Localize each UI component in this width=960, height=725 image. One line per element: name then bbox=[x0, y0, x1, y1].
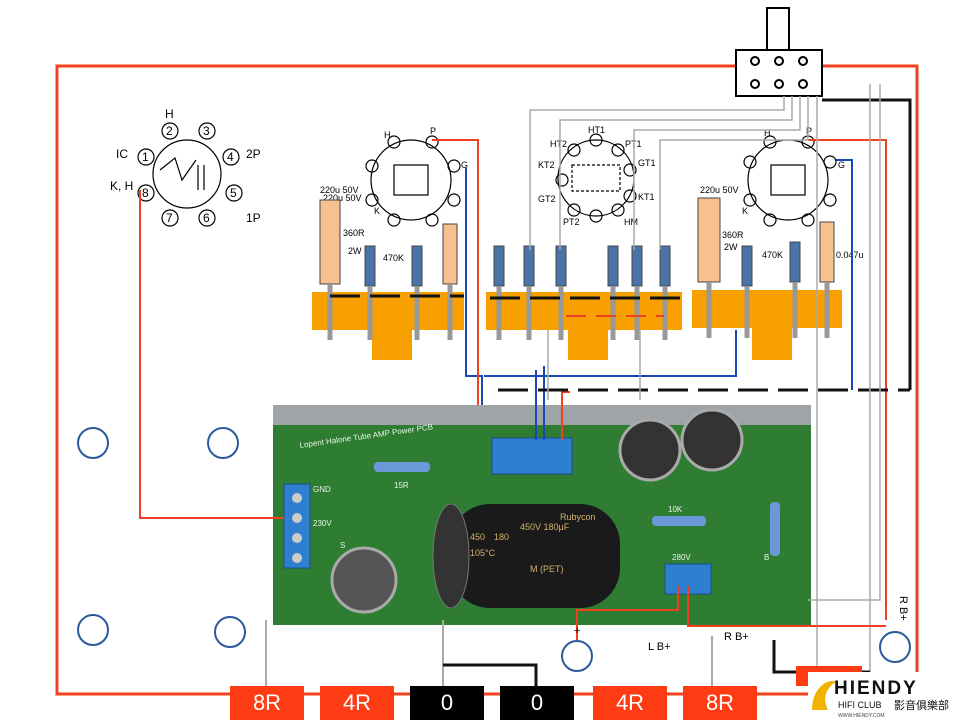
tube-left-label-g: G bbox=[461, 160, 468, 170]
label-right-b-plus-vertical: R B+ bbox=[897, 596, 909, 621]
tube-left-cap-1: 220u 50V bbox=[320, 185, 359, 195]
tube-left-res-470k: 470K bbox=[383, 253, 404, 263]
tube-right-cap: 220u 50V bbox=[700, 185, 739, 195]
tube-middle bbox=[555, 133, 637, 223]
pcb-label-s: S bbox=[340, 541, 345, 550]
cap-text-rating: 450V 180μF bbox=[520, 522, 570, 532]
terminal-right-0: 0 bbox=[500, 686, 574, 720]
tube-left-label-k: K bbox=[374, 206, 380, 216]
tube-socket-pinout bbox=[137, 122, 243, 227]
cap-text-450: 450 bbox=[470, 532, 485, 542]
label-right-b-plus: R B+ bbox=[724, 631, 749, 643]
component-boards bbox=[312, 290, 842, 360]
tube-left-label-h: H bbox=[384, 130, 391, 140]
cap-text-pet: M (PET) bbox=[530, 564, 564, 574]
tube-right-res-470k: 470K bbox=[762, 250, 783, 260]
socket-pin-7: 7 bbox=[166, 211, 173, 225]
terminal-right-4r: 4R bbox=[593, 686, 667, 720]
logo-cn: 影音俱樂部 bbox=[894, 698, 949, 712]
socket-label-kh: K, H bbox=[110, 179, 133, 193]
component-legs bbox=[327, 282, 830, 340]
power-switch bbox=[735, 7, 823, 97]
logo-sub: HIFI CLUB bbox=[838, 700, 882, 710]
cap-text-brand: Rubycon bbox=[560, 512, 596, 522]
cap-text-180: 180 bbox=[494, 532, 509, 542]
wiring bbox=[139, 84, 912, 690]
tube-right-label-k: K bbox=[742, 206, 748, 216]
socket-pin-1: 1 bbox=[142, 150, 149, 164]
mounting-holes bbox=[77, 427, 911, 672]
socket-label-2p: 2P bbox=[246, 147, 261, 161]
chassis-outline bbox=[55, 64, 919, 696]
tube-right-res-360r: 360R bbox=[722, 230, 744, 240]
tube-mid-label-kt2: KT2 bbox=[538, 160, 555, 170]
logo-brand: HIENDY bbox=[834, 678, 918, 699]
tube-left-res-360r: 360R bbox=[343, 228, 365, 238]
terminal-left-8r: 8R bbox=[230, 686, 304, 720]
tube-left-res-2w: 2W bbox=[348, 246, 362, 256]
socket-label-ic: IC bbox=[116, 147, 128, 161]
tube-right-label-g: G bbox=[838, 160, 845, 170]
tube-right-coupling-cap: 0.047u bbox=[836, 250, 864, 260]
tube-left-label-p: P bbox=[430, 126, 436, 136]
terminal-right-8r: 8R bbox=[683, 686, 757, 720]
socket-pin-4: 4 bbox=[227, 150, 234, 164]
pcb-label-230v: 230V bbox=[313, 519, 332, 528]
tube-left-cap-2: 220u 50V bbox=[323, 193, 362, 203]
socket-label-h: H bbox=[165, 107, 174, 121]
socket-pin-6: 6 bbox=[203, 211, 210, 225]
label-left-b-plus: L B+ bbox=[648, 641, 671, 653]
tube-mid-label-gt1: GT1 bbox=[638, 158, 656, 168]
tube-left bbox=[365, 135, 461, 227]
tube-right-label-p: P bbox=[806, 126, 812, 136]
tube-right-label-h: H bbox=[764, 128, 771, 138]
tube-mid-label-ht1: HT1 bbox=[588, 125, 605, 135]
pcb-label-280v: 280V bbox=[672, 553, 691, 562]
tube-mid-label-gt2: GT2 bbox=[538, 194, 556, 204]
tube-mid-label-pt2: PT2 bbox=[563, 217, 580, 227]
tube-mid-label-kt1: KT1 bbox=[638, 192, 655, 202]
socket-pin-8: 8 bbox=[142, 186, 149, 200]
terminal-left-0: 0 bbox=[410, 686, 484, 720]
tube-right bbox=[743, 135, 837, 227]
tube-right-res-2w: 2W bbox=[724, 242, 738, 252]
label-plus: + bbox=[574, 625, 580, 637]
power-pcb bbox=[273, 405, 811, 625]
socket-pin-2: 2 bbox=[166, 124, 173, 138]
pcb-label-b: B bbox=[764, 553, 769, 562]
logo-url: WWW.HIENDY.COM bbox=[838, 713, 885, 719]
cap-text-temp: 105°C bbox=[470, 548, 496, 558]
terminal-left-4r: 4R bbox=[320, 686, 394, 720]
socket-pin-5: 5 bbox=[230, 186, 237, 200]
tube-mid-label-ht2: HT2 bbox=[550, 139, 567, 149]
pcb-label-15r: 15R bbox=[394, 481, 409, 490]
socket-label-1p: 1P bbox=[246, 211, 261, 225]
tube-mid-label-hm: HM bbox=[624, 217, 638, 227]
hiendy-logo: HIENDY HIFI CLUB 影音俱樂部 WWW.HIENDY.COM bbox=[808, 672, 960, 720]
pcb-label-gnd: GND bbox=[313, 485, 331, 494]
socket-pin-3: 3 bbox=[203, 124, 210, 138]
pcb-label-10k: 10K bbox=[668, 505, 683, 514]
